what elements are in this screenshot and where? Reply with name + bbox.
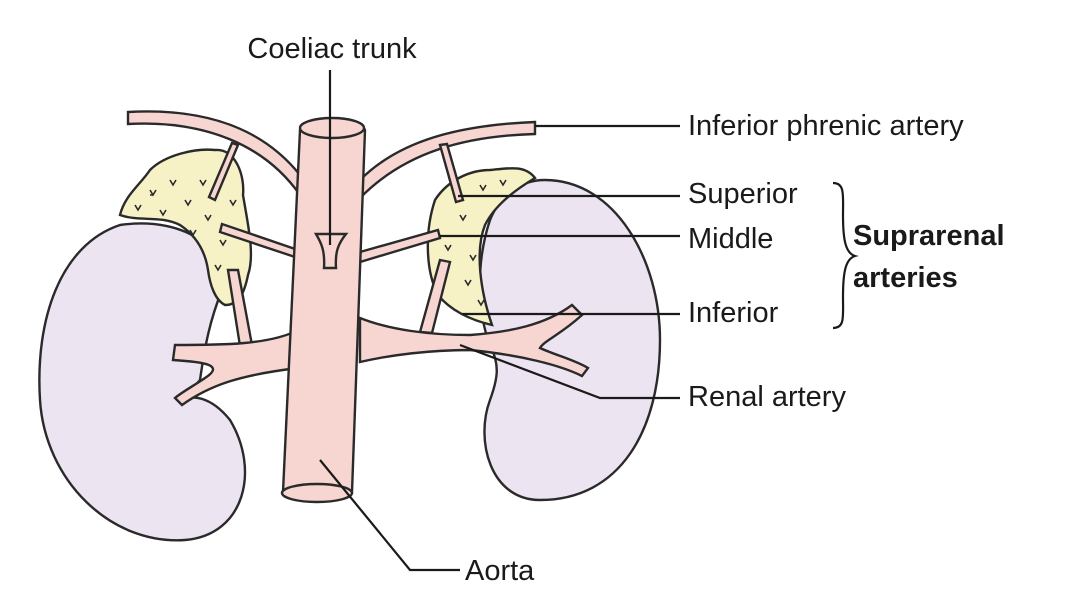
right-kidney xyxy=(478,178,662,502)
suprarenal-bracket xyxy=(832,181,859,330)
label-inferior-phrenic-artery: Inferior phrenic artery xyxy=(688,110,964,142)
label-superior: Superior xyxy=(688,178,798,210)
label-suprarenal-line2: arteries xyxy=(853,262,958,294)
left-superior-suprarenal-artery xyxy=(207,141,240,202)
aorta-top-opening xyxy=(298,116,366,140)
label-middle: Middle xyxy=(688,223,773,255)
left-renal-artery xyxy=(171,327,300,407)
leader-renal-artery xyxy=(459,343,680,400)
gland-texture xyxy=(134,179,507,307)
right-renal-artery xyxy=(358,303,590,378)
label-aorta: Aorta xyxy=(465,555,535,587)
leader-aorta xyxy=(319,459,460,572)
coeliac-trunk xyxy=(313,232,349,270)
label-inferior: Inferior xyxy=(688,297,779,329)
label-coeliac-trunk: Coeliac trunk xyxy=(247,33,417,65)
aorta-bottom-opening xyxy=(280,482,354,504)
right-superior-suprarenal-artery xyxy=(438,142,465,204)
left-inferior-suprarenal-artery xyxy=(226,268,254,348)
label-suprarenal-line1: Suprarenal xyxy=(853,220,1005,252)
right-inferior-phrenic-artery xyxy=(358,120,537,201)
label-renal-artery: Renal artery xyxy=(688,381,846,413)
